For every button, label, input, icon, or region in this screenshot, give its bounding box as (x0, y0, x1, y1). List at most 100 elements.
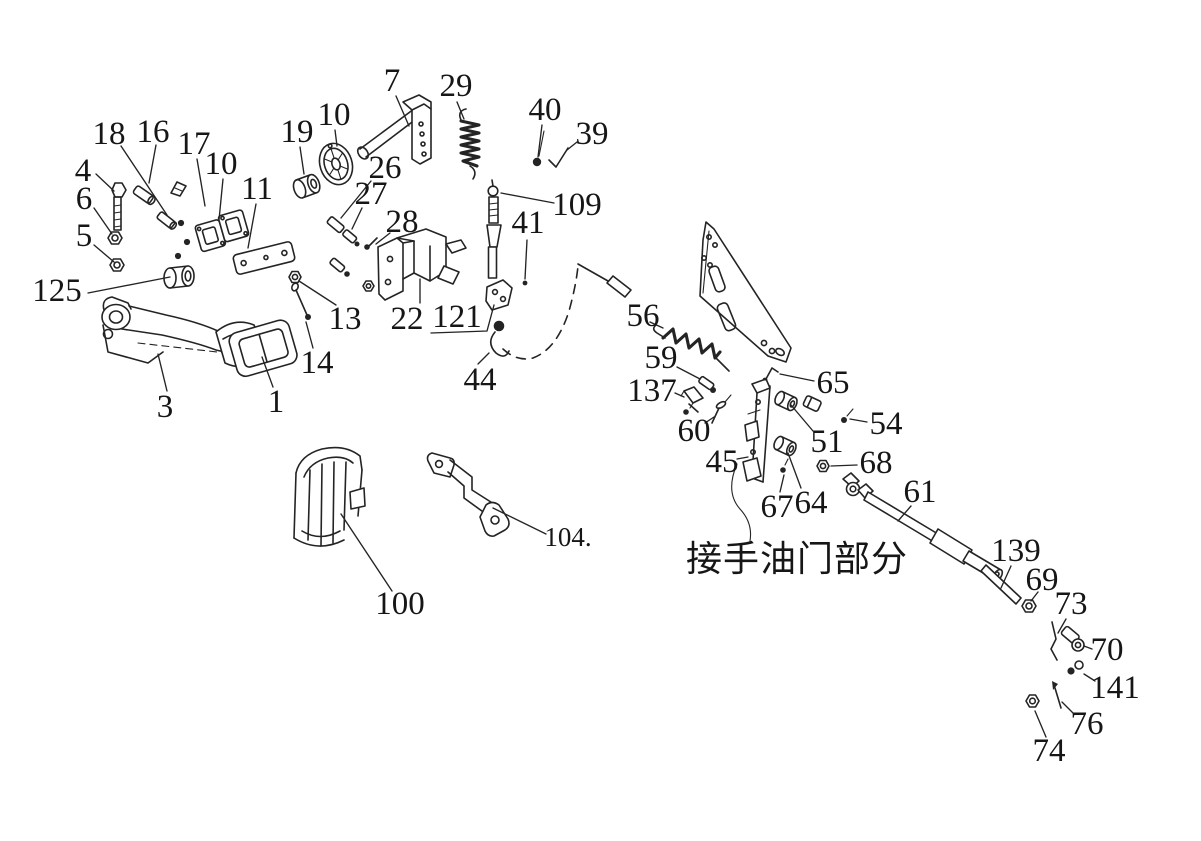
leader-line-141 (1083, 673, 1096, 682)
leader-line-73 (1057, 618, 1067, 634)
leader-line-45 (736, 456, 749, 460)
leader-line-60 (704, 416, 715, 424)
leader-line-51 (790, 404, 814, 432)
leader-line-19 (299, 146, 305, 175)
nut-69-drawing (1021, 599, 1037, 613)
part-label-11-19: 11 (241, 171, 273, 207)
part-label-13-20: 13 (329, 301, 362, 337)
leader-line-18 (120, 145, 168, 216)
nut-13-drawing (288, 270, 302, 284)
leader-line-109 (500, 192, 555, 204)
leader-line-13 (298, 280, 337, 306)
leader-line-11 (247, 203, 257, 249)
nut-68-drawing (816, 459, 830, 473)
part-label-19-8: 19 (281, 114, 314, 150)
leader-line-5 (93, 244, 115, 263)
bolt-4-drawing (111, 182, 127, 231)
screw-67-drawing (780, 458, 789, 473)
clip-17-drawing (170, 181, 187, 197)
part-label-121-22: 121 (432, 299, 482, 335)
leader-line-56 (649, 321, 664, 329)
bracket-104-drawing (426, 452, 510, 537)
part-label-10-3: 10 (205, 146, 238, 182)
part-label-125-7: 125 (32, 273, 82, 309)
nut-74-drawing (1025, 694, 1040, 708)
sleeve-137-drawing (680, 386, 704, 415)
leader-line-26 (340, 180, 372, 219)
leader-line-67 (779, 474, 785, 493)
leader-line-10 (218, 178, 224, 221)
part-label-67-37: 67 (761, 489, 794, 525)
part-label-10-9: 10 (318, 97, 351, 133)
part-label-7-10: 7 (384, 63, 401, 99)
leader-line-70 (1083, 645, 1093, 650)
leader-line-16 (148, 144, 157, 184)
bolt-27-drawing (342, 229, 360, 247)
part-label-14-23: 14 (301, 345, 334, 381)
nut-6-drawing (107, 231, 123, 245)
hinge-10-drawing (194, 209, 250, 253)
leader-line-4 (95, 173, 115, 192)
leader-line-125 (87, 276, 171, 294)
section-caption: 接手油门部分 (686, 539, 908, 579)
cylinder-70-drawing (1060, 625, 1085, 652)
bracket-45-drawing (742, 378, 771, 483)
leader-line-54 (849, 418, 868, 423)
part-label-18-0: 18 (93, 116, 126, 152)
leader-line-137 (674, 392, 685, 398)
leader-line-44 (477, 352, 490, 365)
leader-line-3 (157, 353, 168, 392)
part-label-26-14: 26 (369, 150, 402, 186)
part-label-74-47: 74 (1033, 733, 1066, 769)
part-label-22-21: 22 (391, 301, 424, 337)
part-label-56-27: 56 (627, 298, 660, 334)
part-label-40-12: 40 (529, 92, 562, 128)
spring-56-drawing (652, 324, 730, 372)
leader-line-69 (1030, 591, 1039, 602)
part-label-60-30: 60 (678, 413, 711, 449)
part-label-51-33: 51 (811, 424, 844, 460)
part-label-61-36: 61 (904, 474, 937, 510)
part-label-65-31: 65 (817, 365, 850, 401)
part-label-137-29: 137 (627, 373, 677, 409)
part-label-3-25: 3 (157, 389, 174, 425)
part-drawings (101, 94, 1085, 709)
bolt-16-drawing (132, 185, 156, 206)
roller-19-drawing (292, 173, 321, 199)
pedal-lever-drawing (101, 296, 238, 364)
part-label-69-42: 69 (1026, 562, 1059, 598)
leader-line-27 (351, 207, 363, 230)
clamp-100-drawing (293, 446, 366, 547)
bolt-18-drawing (156, 211, 178, 230)
part-label-44-24: 44 (464, 362, 497, 398)
part-label-6-5: 6 (76, 181, 93, 217)
part-label-70-44: 70 (1091, 632, 1124, 668)
plate-11-drawing (232, 241, 296, 275)
rod-73-drawing (1050, 621, 1058, 661)
shaft-61-drawing (842, 472, 1004, 582)
leader-line-14 (305, 321, 314, 349)
small-screws-drawing (174, 219, 191, 260)
leader-line-68 (830, 464, 858, 467)
part-label-28-16: 28 (386, 204, 419, 240)
spring-29-drawing (459, 108, 481, 180)
bushing-64-drawing (773, 435, 797, 457)
screw-40-drawing (532, 130, 545, 167)
leader-line-100 (340, 513, 393, 592)
leader-line-74 (1034, 710, 1047, 738)
part-label-73-43: 73 (1055, 586, 1088, 622)
part-label-76-46: 76 (1071, 706, 1104, 742)
part-label-100-40: 100 (375, 586, 425, 622)
bushing-51-drawing (774, 390, 798, 412)
pin-141-drawing (1067, 660, 1084, 675)
part-label-17-2: 17 (178, 126, 211, 162)
bolt-59-drawing (698, 375, 716, 393)
rod-76-drawing (1052, 681, 1062, 709)
leader-line-139 (1000, 565, 1012, 589)
pedal-pad-drawing (228, 319, 298, 378)
leader-line-41 (524, 239, 528, 280)
leader-lines (87, 95, 1096, 738)
part-label-29-11: 29 (440, 68, 473, 104)
bushing-125-drawing (163, 265, 195, 289)
